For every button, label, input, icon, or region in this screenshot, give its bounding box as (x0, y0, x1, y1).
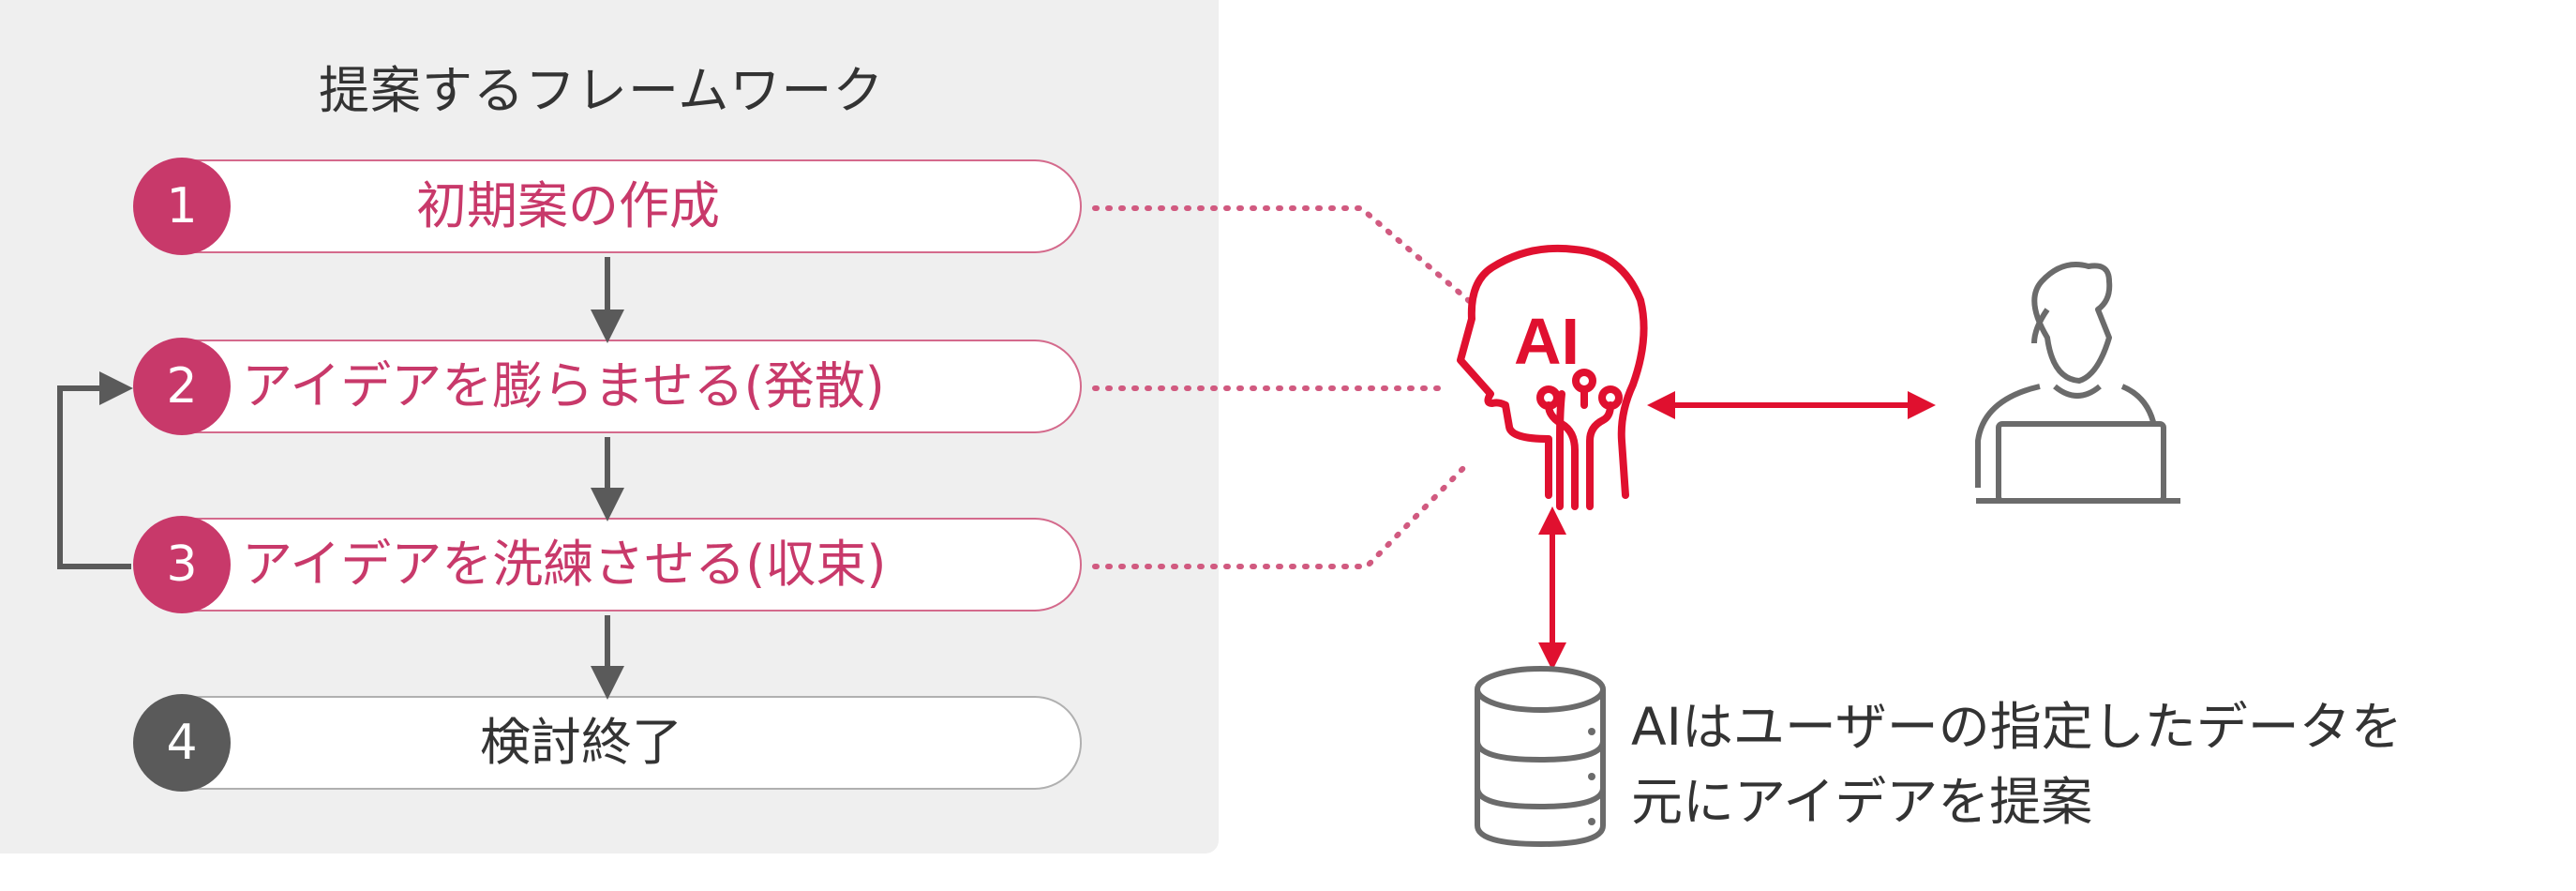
database-icon (1475, 666, 1606, 848)
loop-arrow (57, 371, 133, 569)
step-3-converge: 3 アイデアを洗練させる(収束) (133, 516, 1082, 613)
ai-badge-text: AI (1514, 305, 1580, 378)
step-number-badge: 2 (133, 338, 231, 435)
framework-title: 提案するフレームワーク (319, 61, 885, 120)
step-number-badge: 3 (133, 516, 231, 613)
step-number-badge: 4 (133, 694, 231, 792)
ai-head-icon (1457, 244, 1648, 510)
ai-data-note: AIはユーザーの指定したデータを 元にアイデアを提案 (1631, 689, 2569, 839)
dotted-connectors (1092, 205, 1476, 569)
step-label: 初期案の作成 (416, 176, 720, 235)
note-line-2: 元にアイデアを提案 (1631, 772, 2093, 832)
step-number-badge: 1 (133, 158, 231, 255)
step-1-initial-draft: 1 初期案の作成 (133, 158, 1082, 255)
user-laptop-icon (1975, 262, 2180, 504)
step-label: アイデアを膨らませる(発散) (242, 356, 885, 415)
step-label: 検討終了 (480, 713, 682, 772)
step-label: アイデアを洗練させる(収束) (242, 535, 887, 594)
step-2-diverge: 2 アイデアを膨らませる(発散) (133, 338, 1082, 435)
step-4-end: 4 検討終了 (133, 694, 1082, 792)
note-line-1: AIはユーザーの指定したデータを (1631, 697, 2403, 757)
